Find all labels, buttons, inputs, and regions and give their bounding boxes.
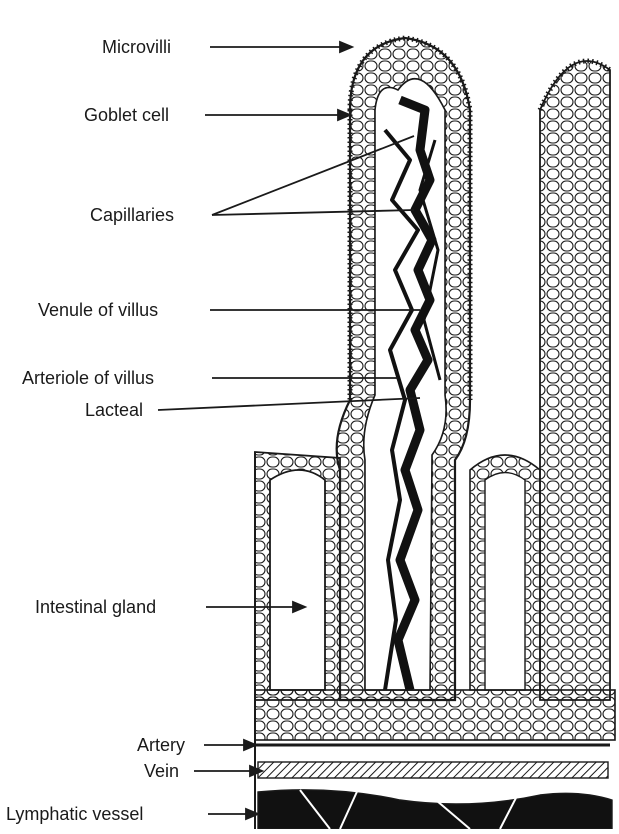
crypt-left: [270, 470, 325, 690]
label-vein: Vein: [144, 761, 179, 781]
label-lacteal: Lacteal: [85, 400, 143, 420]
label-artery: Artery: [137, 735, 185, 755]
label-venule-of-villus: Venule of villus: [38, 300, 158, 320]
right-villus: [540, 61, 610, 700]
label-arteriole-of-villus: Arteriole of villus: [22, 368, 154, 388]
label-capillaries: Capillaries: [90, 205, 174, 225]
label-intestinal-gland: Intestinal gland: [35, 597, 156, 617]
submucosa: [255, 690, 615, 740]
label-goblet-cell: Goblet cell: [84, 105, 169, 125]
label-lymphatic-vessel: Lymphatic vessel: [6, 804, 143, 824]
vein: [258, 762, 608, 778]
label-microvilli: Microvilli: [102, 37, 171, 57]
lymphatic-vessel: [258, 790, 612, 829]
